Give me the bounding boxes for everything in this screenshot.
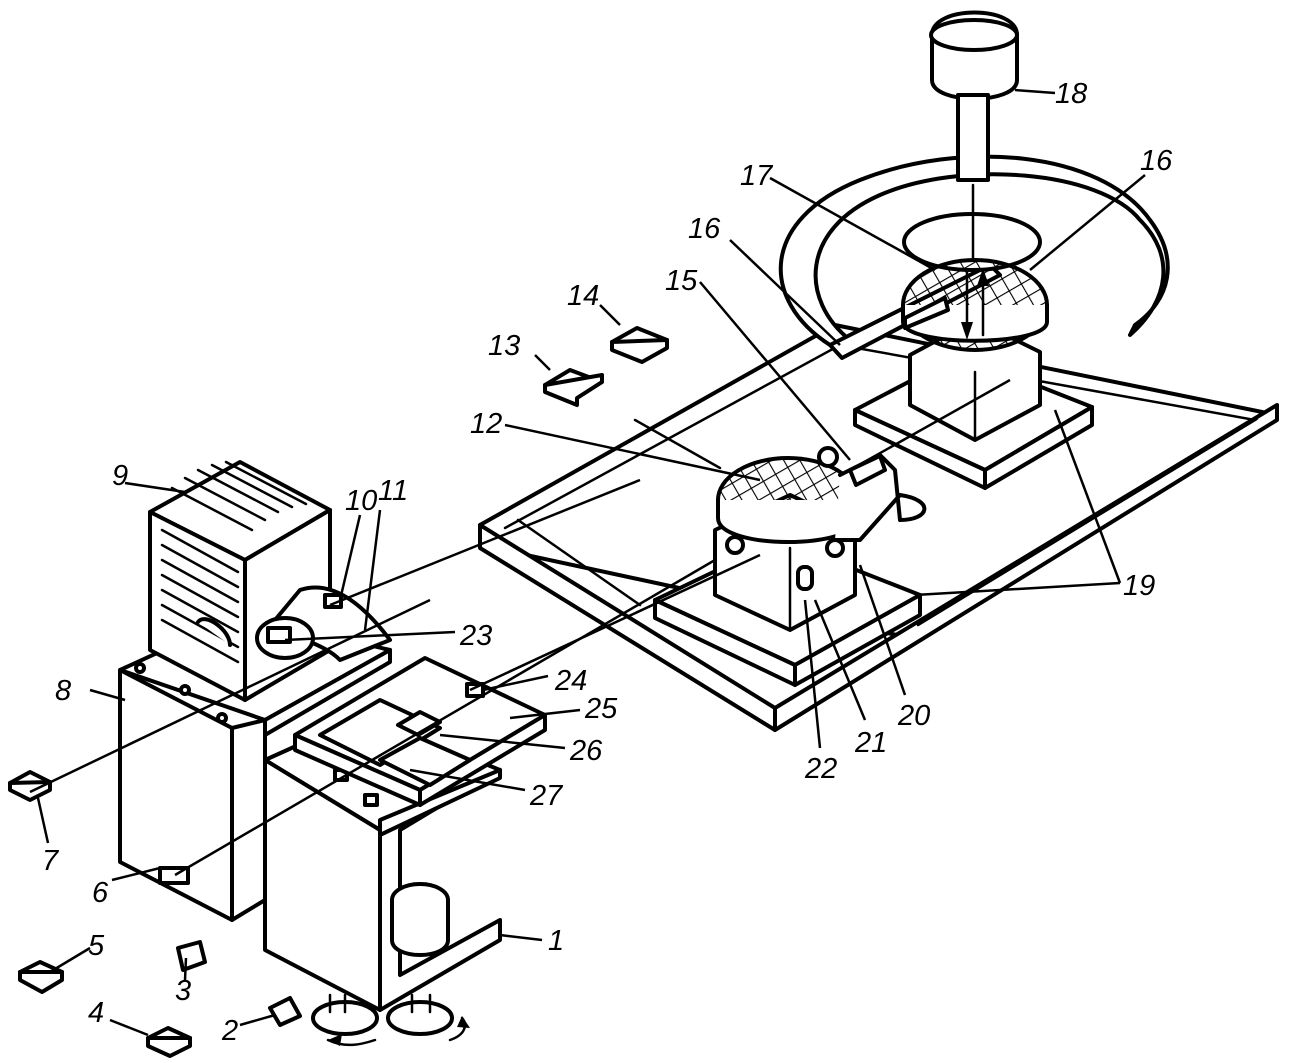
label-16-right: 16 bbox=[1140, 145, 1173, 177]
label-5: 5 bbox=[88, 930, 105, 962]
upper-stage bbox=[853, 318, 1094, 490]
leader-lines bbox=[29, 88, 1146, 1037]
label-19: 19 bbox=[1123, 570, 1155, 602]
label-17: 17 bbox=[740, 160, 774, 192]
label-22: 22 bbox=[804, 753, 837, 785]
label-14: 14 bbox=[567, 280, 599, 312]
label-21: 21 bbox=[854, 727, 887, 759]
label-6: 6 bbox=[92, 877, 109, 909]
label-2: 2 bbox=[221, 1015, 238, 1047]
label-1: 1 bbox=[548, 925, 564, 957]
label-16-left: 16 bbox=[688, 213, 721, 245]
label-9: 9 bbox=[112, 460, 128, 492]
label-27: 27 bbox=[529, 780, 564, 812]
label-26: 26 bbox=[569, 735, 603, 767]
label-10: 10 bbox=[345, 485, 377, 517]
label-23: 23 bbox=[459, 620, 492, 652]
label-8: 8 bbox=[55, 675, 71, 707]
label-4: 4 bbox=[88, 997, 104, 1029]
label-11: 11 bbox=[378, 475, 408, 507]
cassette-9 bbox=[148, 460, 392, 702]
label-13: 13 bbox=[488, 330, 520, 362]
block-1 bbox=[263, 713, 502, 1047]
label-15: 15 bbox=[665, 265, 698, 297]
upper-wafer bbox=[901, 258, 1049, 352]
label-12: 12 bbox=[470, 408, 502, 440]
label-25: 25 bbox=[584, 693, 618, 725]
label-18: 18 bbox=[1055, 78, 1087, 110]
label-3: 3 bbox=[175, 975, 191, 1007]
transfer-stage bbox=[293, 656, 547, 807]
spindle-18 bbox=[929, 10, 1019, 262]
loose-parts bbox=[8, 326, 669, 1058]
part-labels: 1 2 3 4 5 6 7 8 9 10 11 12 13 14 15 16 1… bbox=[42, 78, 1173, 1047]
label-24: 24 bbox=[554, 665, 587, 697]
label-7: 7 bbox=[42, 845, 60, 877]
label-20: 20 bbox=[897, 700, 930, 732]
